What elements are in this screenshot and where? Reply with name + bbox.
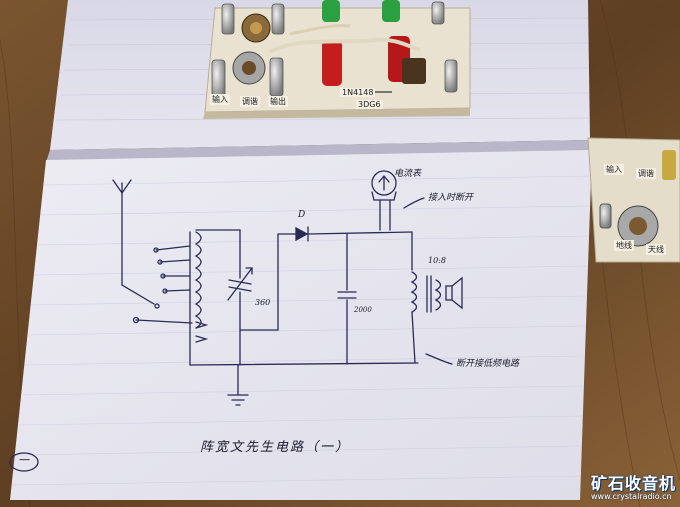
site-watermark: 矿石收音机 www.crystalradio.cn: [591, 470, 676, 501]
meter-label: 电流表: [394, 169, 422, 179]
board-top-label-output: 输出: [268, 96, 288, 107]
board-top-label-transistor: 3DG6: [356, 100, 383, 109]
variable-capacitor-value: 360: [255, 298, 271, 307]
board-top-label-diode: 1N4148: [340, 88, 376, 97]
circuit-board-top: [203, 0, 471, 119]
fixed-capacitor-value: 2000: [354, 306, 372, 314]
board-right-label-antenna: 天线: [646, 244, 666, 255]
board-top-label-input: 输入: [210, 94, 230, 105]
transformer-ratio: 10:8: [428, 256, 446, 265]
meter-note: 接入时断开: [428, 193, 474, 203]
watermark-site-name: 矿石收音机: [591, 474, 677, 493]
notebook-lower-page: [10, 150, 592, 500]
board-right-label-ground: 地线: [614, 240, 634, 251]
board-right-label-tune: 调谐: [636, 168, 656, 179]
circuit-schematic: [9, 170, 463, 472]
board-right-label-input: 输入: [604, 164, 624, 175]
schematic-title: 阵宽文先生电路（一）: [200, 440, 351, 455]
watermark-site-url: www.crystalradio.cn: [591, 492, 672, 501]
diode-label: D: [298, 210, 306, 220]
page-mark: 一: [18, 454, 29, 467]
board-top-label-tune: 调谐: [240, 96, 260, 107]
circuit-board-right: [587, 137, 680, 263]
bottom-note: 断开接低频电路: [456, 359, 520, 369]
